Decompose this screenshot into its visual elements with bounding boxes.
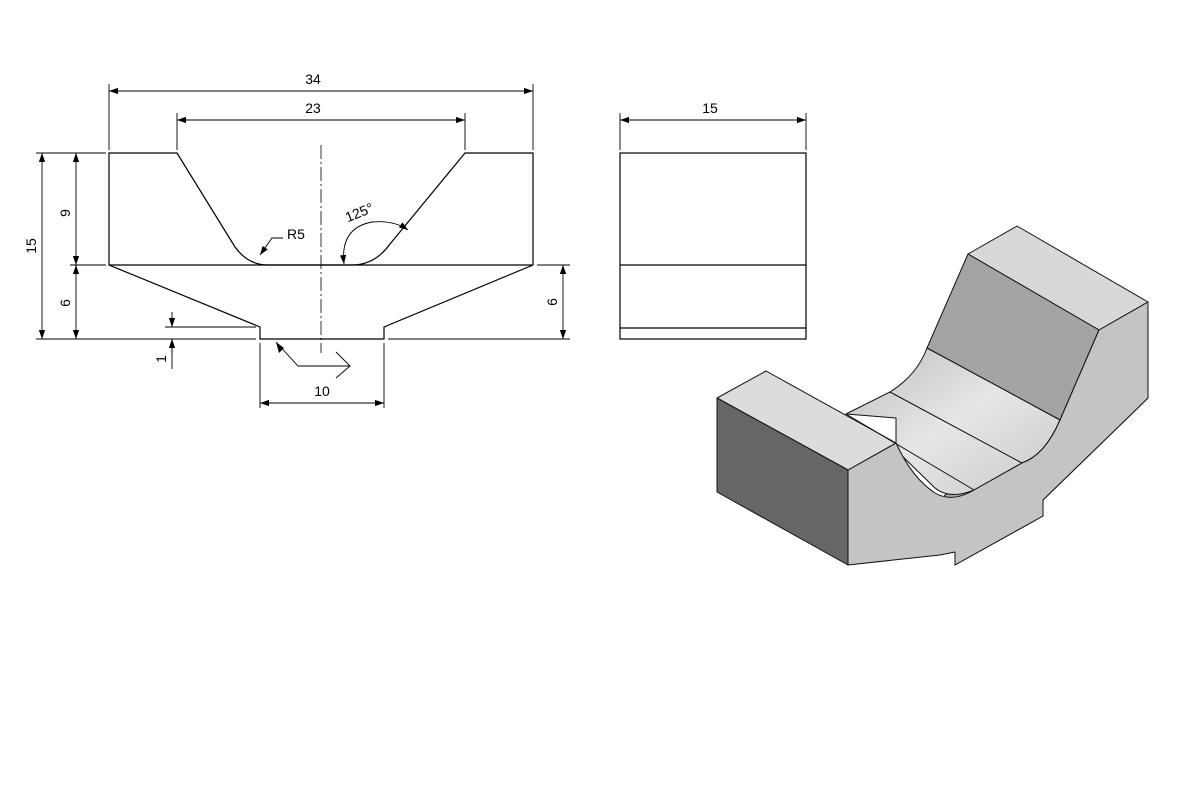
side-view: 15 xyxy=(619,100,807,340)
dimension-recess-depth: 1 xyxy=(153,312,176,369)
dimension-overall-height-label: 15 xyxy=(23,238,39,254)
dimension-top-opening-label: 23 xyxy=(305,100,321,116)
dimension-depth-label: 15 xyxy=(702,100,718,116)
dimension-depth: 15 xyxy=(620,100,806,124)
front-view: 34 23 15 9 6 6 1 xyxy=(23,71,570,408)
dimension-top-opening: 23 xyxy=(177,100,465,124)
dimension-recess-depth-label: 1 xyxy=(153,355,169,363)
dimension-bottom-width-label: 10 xyxy=(314,383,330,399)
dimension-right-height: 6 xyxy=(544,265,567,339)
dimension-fillet-radius: R5 xyxy=(259,226,305,256)
front-view-extension-lines xyxy=(36,84,570,408)
surface-symbol xyxy=(275,341,351,379)
dimension-groove-angle: 125° xyxy=(339,200,409,265)
dimension-right-height-label: 6 xyxy=(544,298,560,306)
dimension-groove-angle-label: 125° xyxy=(343,200,376,226)
iso-left-side-face xyxy=(716,397,849,566)
dimension-upper-height: 9 xyxy=(57,153,80,265)
dimension-overall-width: 34 xyxy=(109,71,533,95)
dimension-upper-height-label: 9 xyxy=(57,209,73,217)
dimension-lower-height: 6 xyxy=(57,265,80,339)
dimension-overall-width-label: 34 xyxy=(305,71,321,87)
dimension-overall-height: 15 xyxy=(23,153,46,339)
dimension-fillet-radius-label: R5 xyxy=(287,226,305,242)
side-view-outline xyxy=(619,152,807,340)
isometric-view xyxy=(716,225,1149,566)
dimension-lower-height-label: 6 xyxy=(57,299,73,307)
dimension-bottom-width: 10 xyxy=(260,383,384,407)
